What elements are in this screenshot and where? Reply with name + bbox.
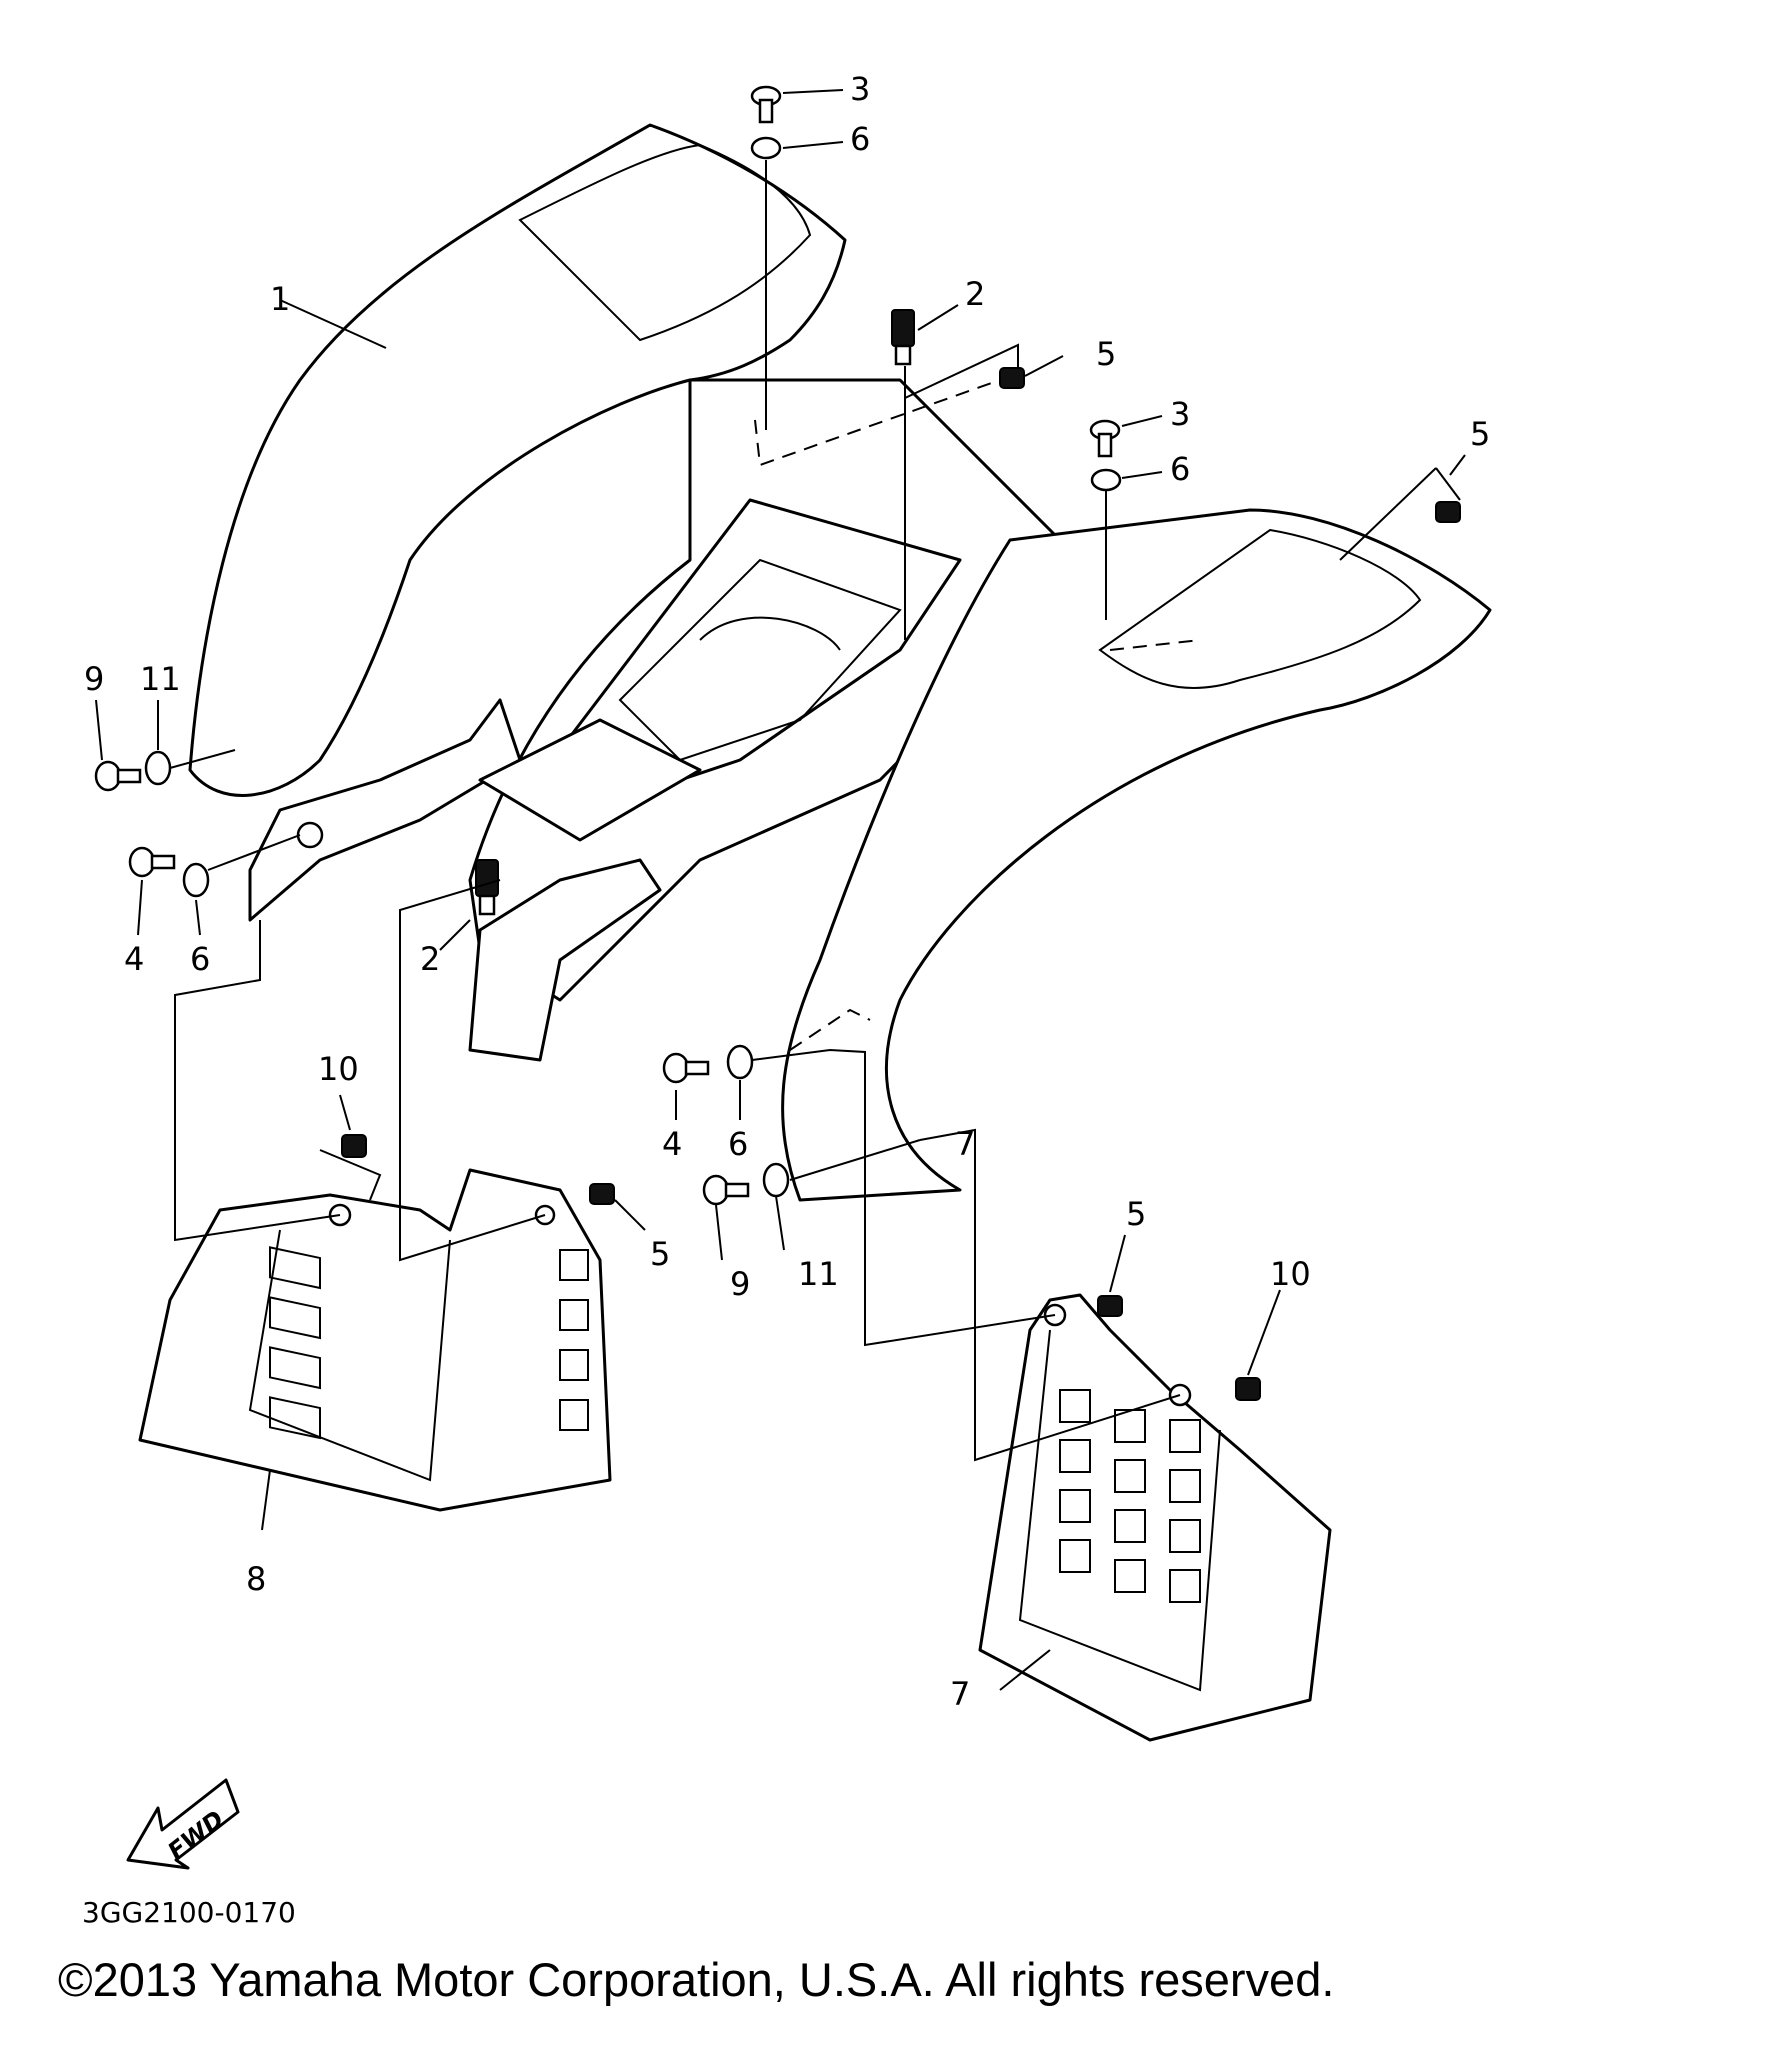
rear-fender-part-1 xyxy=(188,123,1492,1202)
washer-icon xyxy=(144,750,172,786)
callout-3: 3 xyxy=(1170,395,1190,433)
washer-icon xyxy=(762,1162,790,1198)
callout-5: 5 xyxy=(650,1235,670,1273)
callout-4: 4 xyxy=(124,940,144,978)
screw-icon xyxy=(750,85,782,124)
callout-5: 5 xyxy=(1470,415,1490,453)
copyright-notice: ©2013 Yamaha Motor Corporation, U.S.A. A… xyxy=(58,1953,1335,2006)
nut-icon xyxy=(1097,1295,1123,1317)
callout-5: 5 xyxy=(1126,1195,1146,1233)
callout-7: 7 xyxy=(955,1125,975,1163)
callout-10: 10 xyxy=(318,1050,359,1088)
screw-icon xyxy=(1089,419,1121,458)
nut-icon xyxy=(589,1183,615,1205)
washer-icon xyxy=(1090,468,1122,492)
callout-6: 6 xyxy=(1170,450,1190,488)
bolt-icon xyxy=(94,760,142,792)
nut-icon xyxy=(1235,1377,1261,1401)
washer-icon xyxy=(750,136,782,160)
callout-5: 5 xyxy=(1096,335,1116,373)
callout-10: 10 xyxy=(1270,1255,1311,1293)
nut-icon xyxy=(1435,501,1461,523)
leader-lines xyxy=(95,89,1466,1691)
hardware xyxy=(94,85,1461,1401)
bolt-icon xyxy=(662,1052,710,1084)
callout-2: 2 xyxy=(420,940,440,978)
nut-icon xyxy=(999,367,1025,389)
callout-9: 9 xyxy=(84,660,104,698)
left-mud-flap-part-8 xyxy=(138,1168,612,1512)
forward-direction-arrow-icon: FWD xyxy=(126,1778,240,1870)
callout-2: 2 xyxy=(965,275,985,313)
flange-bolt-icon xyxy=(891,309,915,366)
right-mud-flap-part-7 xyxy=(978,1293,1332,1742)
washer-icon xyxy=(726,1044,754,1080)
callout-7: 7 xyxy=(950,1675,970,1713)
diagram-code: 3GG2100-0170 xyxy=(82,1896,296,1929)
callout-3: 3 xyxy=(850,70,870,108)
callout-6: 6 xyxy=(728,1125,748,1163)
flange-bolt-icon xyxy=(475,859,499,916)
left-flap-vents xyxy=(269,1246,589,1440)
callout-6: 6 xyxy=(850,120,870,158)
callout-8: 8 xyxy=(246,1560,266,1598)
callout-labels: 1 2 3 6 5 3 6 5 9 11 4 6 2 10 5 4 6 9 11… xyxy=(84,70,1490,1713)
callout-4: 4 xyxy=(662,1125,682,1163)
nut-icon xyxy=(341,1134,367,1158)
callout-11: 11 xyxy=(798,1255,839,1293)
bolt-icon xyxy=(128,846,176,878)
bolt-icon xyxy=(702,1174,750,1206)
callout-9: 9 xyxy=(730,1265,750,1303)
callout-11: 11 xyxy=(140,660,181,698)
washer-icon xyxy=(182,862,210,898)
callout-6: 6 xyxy=(190,940,210,978)
callout-1: 1 xyxy=(270,280,290,318)
